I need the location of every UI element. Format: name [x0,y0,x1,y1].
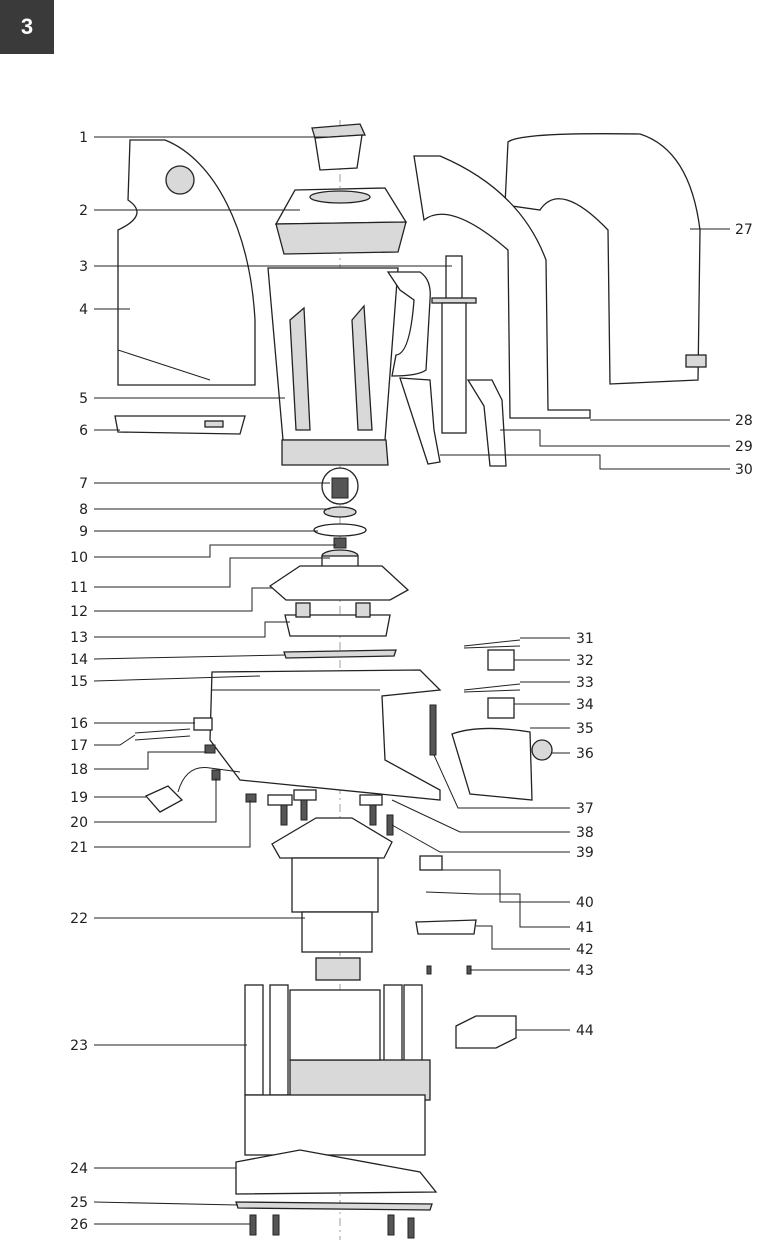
part-34-switch [487,697,515,719]
callout-40: 40 [576,895,594,911]
page-number-badge: 3 [0,0,54,54]
part-44-block [455,1015,517,1049]
part-27-outer-handle [504,133,707,385]
part-8-seal [323,506,357,518]
part-43-screws [426,965,472,975]
callout-31: 31 [576,631,594,647]
callout-1: 1 [79,130,88,146]
callout-27: 27 [735,222,753,238]
leader-lines [93,136,730,1225]
callout-23: 23 [70,1038,88,1054]
part-14-gasket [283,649,397,659]
callout-13: 13 [70,630,88,646]
part-29-grip [466,379,507,467]
callout-19: 19 [70,790,88,806]
part-9-washer [313,523,367,537]
callout-17: 17 [70,738,88,754]
part-24-base [235,1149,438,1195]
callout-3: 3 [79,259,88,275]
part-41-wire [425,891,479,895]
part-39-screws [280,799,394,836]
part-5-jar [267,267,431,466]
part-17-wire [134,728,191,741]
callout-44: 44 [576,1023,594,1039]
callout-28: 28 [735,413,753,429]
part-26-screws [249,1214,415,1239]
part-33-wires [463,683,521,693]
callout-26: 26 [70,1217,88,1233]
callout-41: 41 [576,920,594,936]
part-16-switch [193,717,213,731]
part-19-power-cord [144,767,241,813]
callout-12: 12 [70,604,88,620]
part-7-blade-assembly [321,467,359,505]
callout-21: 21 [70,840,88,856]
callout-20: 20 [70,815,88,831]
callout-24: 24 [70,1161,88,1177]
part-18-screw [204,744,216,754]
callout-5: 5 [79,391,88,407]
part-2-lid [274,187,408,255]
callout-30: 30 [735,462,753,478]
part-1-lid-plug [311,123,366,171]
callout-33: 33 [576,675,594,691]
callout-43: 43 [576,963,594,979]
callout-39: 39 [576,845,594,861]
part-23-frame [244,984,431,1156]
part-38-rubber-foot [267,789,383,806]
callout-2: 2 [79,203,88,219]
part-6-bracket [114,415,246,435]
part-12-top-plate [268,565,410,601]
part-4-side-panel [117,139,256,386]
callout-29: 29 [735,439,753,455]
part-30-grip [399,377,441,465]
part-15-housing [209,669,442,801]
callout-35: 35 [576,721,594,737]
part-36-knob [531,739,553,761]
part-31-wires [463,639,521,649]
part-28-rear-cover [413,155,591,419]
part-40-sensor [419,855,443,871]
callout-25: 25 [70,1195,88,1211]
part-10-nut [333,537,347,549]
callout-6: 6 [79,423,88,439]
part-42-pcb-cover [415,919,477,935]
callout-34: 34 [576,697,594,713]
callout-4: 4 [79,302,88,318]
part-35-knob-housing [451,727,533,801]
callout-14: 14 [70,652,88,668]
part-22-motor [271,817,393,981]
callout-38: 38 [576,825,594,841]
part-3-tamper [431,255,477,434]
part-37-spindle [429,704,437,756]
part-32-switch [487,649,515,671]
callout-labels: 1 2 3 4 5 6 7 8 9 10 11 12 13 14 15 16 1… [70,130,753,1233]
callout-36: 36 [576,746,594,762]
part-13-motor-mount [284,602,391,637]
callout-8: 8 [79,502,88,518]
callout-10: 10 [70,550,88,566]
callout-15: 15 [70,674,88,690]
callout-9: 9 [79,524,88,540]
part-25-bottom-plate [235,1201,433,1211]
callout-42: 42 [576,942,594,958]
part-21-screw [245,793,257,803]
callout-18: 18 [70,762,88,778]
callout-32: 32 [576,653,594,669]
callout-11: 11 [70,580,88,596]
callout-37: 37 [576,801,594,817]
callout-22: 22 [70,911,88,927]
callout-7: 7 [79,476,88,492]
callout-16: 16 [70,716,88,732]
